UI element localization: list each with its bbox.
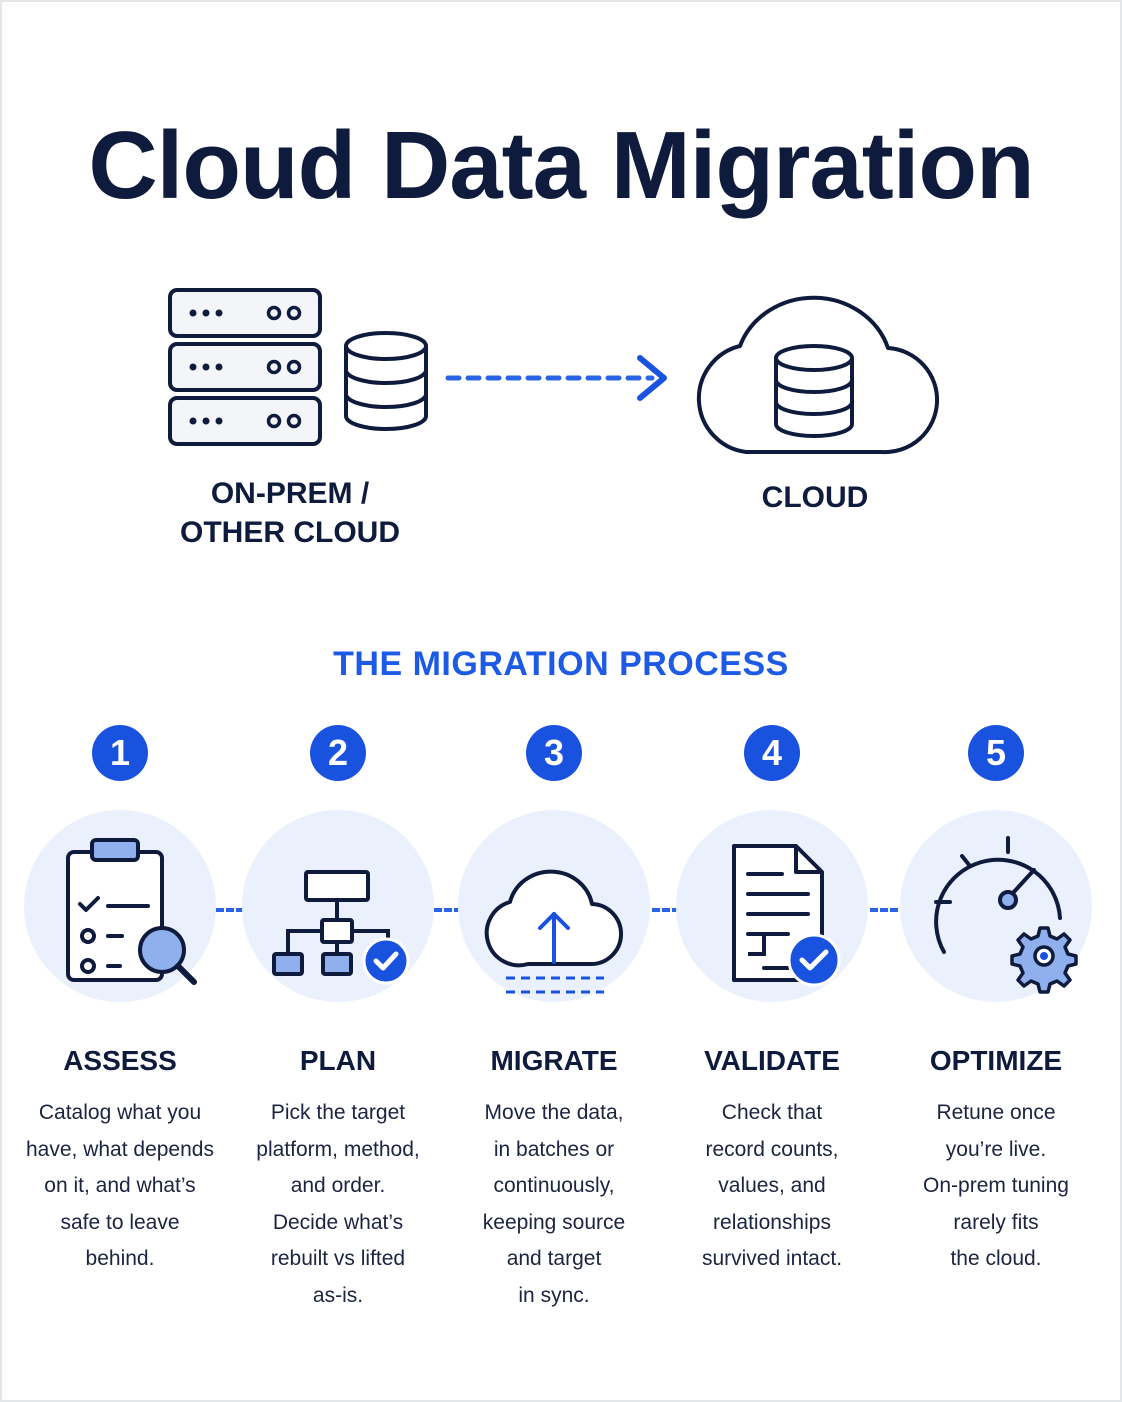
step-description: Catalog what you have, what depends on i… bbox=[0, 1095, 240, 1278]
desc-line: and order. bbox=[290, 1174, 386, 1197]
step-connector bbox=[652, 908, 680, 912]
desc-line: record counts, bbox=[705, 1137, 839, 1161]
desc-line: On-prem tuning bbox=[923, 1174, 1069, 1197]
desc-line: values, and bbox=[718, 1174, 826, 1197]
step-description: Retune once you’re live. On-prem tuning … bbox=[876, 1095, 1116, 1278]
desc-line: continuously, bbox=[493, 1174, 615, 1197]
desc-line: as-is. bbox=[312, 1283, 364, 1307]
cloud-upload-icon bbox=[484, 869, 623, 994]
desc-line: Pick the target bbox=[270, 1101, 406, 1124]
cloud-database-icon bbox=[696, 295, 940, 455]
step-icon-disc bbox=[24, 810, 216, 1002]
step-connector bbox=[870, 908, 898, 912]
source-label: ON-PREM / OTHER CLOUD bbox=[150, 474, 430, 552]
desc-line: rebuilt vs lifted bbox=[270, 1247, 406, 1270]
desc-line: the cloud. bbox=[950, 1247, 1042, 1270]
desc-line: platform, method, bbox=[256, 1137, 420, 1161]
step-icon-disc bbox=[242, 810, 434, 1002]
step-assess: 1 ASSESS Catalog what you have, what dep… bbox=[10, 725, 230, 1365]
step-description: Check that record counts, values, and re… bbox=[652, 1095, 892, 1278]
desc-line: Decide what’s bbox=[272, 1210, 404, 1234]
desc-line: survived intact. bbox=[701, 1247, 843, 1270]
step-icon-disc bbox=[458, 810, 650, 1002]
destination-label: CLOUD bbox=[761, 481, 869, 514]
source-label-line: ON-PREM / bbox=[210, 477, 370, 510]
document-check-icon bbox=[732, 844, 841, 987]
step-name: VALIDATE bbox=[704, 1045, 840, 1076]
step-name: ASSESS bbox=[63, 1045, 177, 1076]
desc-line: relationships bbox=[713, 1210, 831, 1234]
step-name: OPTIMIZE bbox=[929, 1045, 1063, 1076]
desc-line: Retune once bbox=[936, 1101, 1056, 1124]
desc-line: in sync. bbox=[518, 1283, 590, 1307]
step-icon-disc bbox=[900, 810, 1092, 1002]
migration-arrow-icon bbox=[445, 355, 667, 401]
step-number-badge: 3 bbox=[526, 725, 582, 781]
desc-line: Check that bbox=[721, 1101, 823, 1124]
desc-line: on it, and what’s bbox=[44, 1174, 196, 1197]
desc-line: keeping source bbox=[482, 1210, 626, 1234]
gauge-gear-icon bbox=[934, 836, 1078, 994]
step-name: MIGRATE bbox=[490, 1045, 618, 1076]
step-connector bbox=[216, 908, 244, 912]
step-name: PLAN bbox=[299, 1045, 377, 1076]
source-label-line: OTHER CLOUD bbox=[180, 516, 400, 549]
desc-line: safe to leave bbox=[60, 1210, 180, 1234]
desc-line: you’re live. bbox=[945, 1137, 1047, 1161]
step-description: Pick the target platform, method, and or… bbox=[218, 1095, 458, 1314]
step-validate: 4 VALIDATE Check that record counts, val… bbox=[662, 725, 882, 1365]
step-number-badge: 4 bbox=[744, 725, 800, 781]
step-plan: 2 PLAN Pick the target platform, method,… bbox=[228, 725, 448, 1365]
clipboard-magnifier-icon bbox=[66, 838, 197, 985]
desc-line: Catalog what you bbox=[38, 1101, 202, 1124]
step-optimize: 5 OPTIMIZE Retune once you’re live. On-p… bbox=[886, 725, 1106, 1365]
server-stack-icon bbox=[168, 288, 322, 446]
step-migrate: 3 MIGRATE Move the data, in batches or c… bbox=[444, 725, 664, 1365]
step-connector bbox=[434, 908, 462, 912]
step-number-badge: 5 bbox=[968, 725, 1024, 781]
step-number-badge: 1 bbox=[92, 725, 148, 781]
step-description: Move the data, in batches or continuousl… bbox=[434, 1095, 674, 1314]
database-icon bbox=[344, 331, 428, 431]
step-icon-disc bbox=[676, 810, 868, 1002]
desc-line: have, what depends bbox=[26, 1137, 214, 1161]
hierarchy-check-icon bbox=[272, 870, 410, 985]
desc-line: in batches or bbox=[493, 1137, 615, 1161]
step-number-badge: 2 bbox=[310, 725, 366, 781]
page-title: Cloud Data Migration bbox=[88, 112, 1034, 219]
process-title: THE MIGRATION PROCESS bbox=[333, 645, 789, 683]
desc-line: Move the data, bbox=[484, 1101, 624, 1124]
desc-line: and target bbox=[506, 1247, 602, 1270]
desc-line: rarely fits bbox=[953, 1210, 1039, 1234]
desc-line: behind. bbox=[85, 1247, 155, 1270]
